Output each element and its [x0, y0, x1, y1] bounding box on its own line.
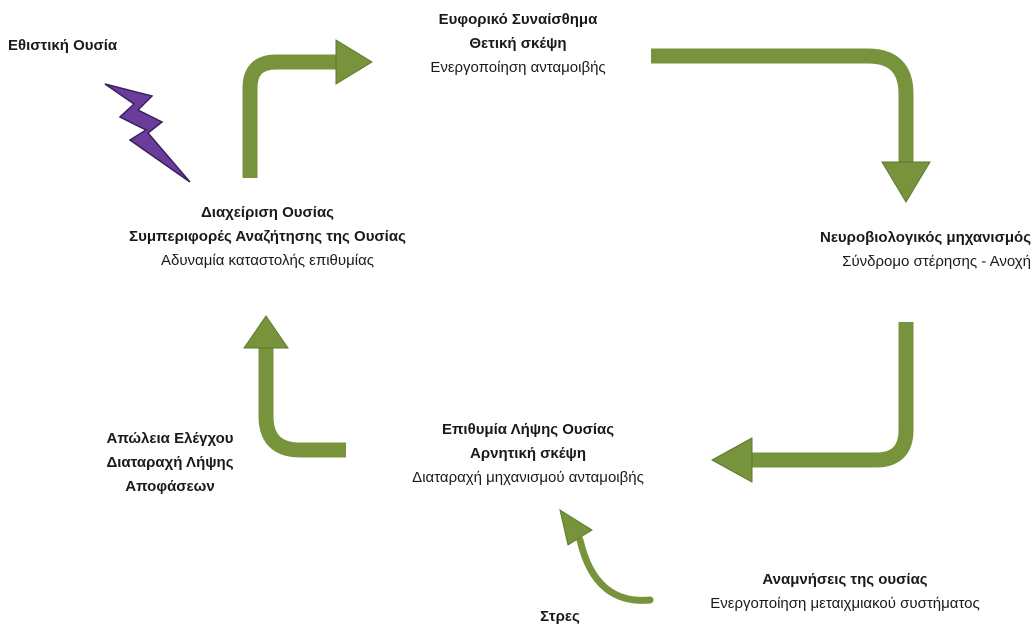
arrow-euphoria-to-neuro	[651, 48, 931, 203]
lightning-bolt-icon	[104, 83, 191, 183]
node-neurobiological-line1: Νευροβιολογικός μηχανισμός	[819, 229, 1031, 246]
arrow-neuro-to-desire	[710, 322, 914, 483]
node-substance-management-line3: Αδυναμία καταστολής επιθυμίας	[161, 252, 374, 269]
node-memories-line1: Αναμνήσεις της ουσίας	[762, 571, 928, 588]
node-desire-line3: Διαταραχή μηχανισμού ανταμοιβής	[412, 469, 644, 486]
node-control-loss-line2: Διαταραχή Λήψης	[106, 454, 234, 471]
node-addictive-substance-title: Εθιστική Ουσία	[8, 37, 118, 54]
node-addictive-substance: Εθιστική Ουσία	[8, 34, 117, 58]
node-substance-management: Διαχείριση Ουσίας Συμπεριφορές Αναζήτηση…	[95, 201, 440, 273]
node-control-loss-line1: Απώλεια Ελέγχου	[106, 430, 234, 447]
node-euphoria-line1: Ευφορικό Συναίσθημα	[438, 11, 598, 28]
node-memories: Αναμνήσεις της ουσίας Ενεργοποίηση μεται…	[660, 568, 1030, 616]
node-neurobiological-line2: Σύνδρομο στέρησης - Ανοχή	[842, 253, 1031, 270]
node-control-loss-line3: Αποφάσεων	[125, 478, 215, 495]
node-desire-line2: Αρνητική σκέψη	[469, 445, 587, 462]
node-desire: Επιθυμία Λήψης Ουσίας Αρνητική σκέψη Δια…	[368, 418, 688, 490]
node-euphoria-line3: Ενεργοποίηση ανταμοιβής	[430, 59, 606, 76]
node-euphoria-line2: Θετική σκέψη	[469, 35, 567, 52]
arrow-memories-to-desire	[559, 508, 654, 604]
node-neurobiological: Νευροβιολογικός μηχανισμός Σύνδρομο στέρ…	[820, 226, 1031, 274]
arrow-management-to-euphoria	[242, 39, 373, 178]
node-substance-management-line2: Συμπεριφορές Αναζήτησης της Ουσίας	[129, 228, 406, 245]
node-control-loss: Απώλεια Ελέγχου Διαταραχή Λήψης Αποφάσεω…	[70, 427, 270, 499]
node-desire-line1: Επιθυμία Λήψης Ουσίας	[441, 421, 615, 438]
node-substance-management-line1: Διαχείριση Ουσίας	[201, 204, 334, 221]
node-euphoria: Ευφορικό Συναίσθημα Θετική σκέψη Ενεργοπ…	[368, 8, 668, 80]
node-stress: Στρες	[520, 605, 600, 629]
node-stress-title: Στρες	[540, 608, 580, 625]
node-memories-line2: Ενεργοποίηση μεταιχμιακού συστήματος	[710, 595, 980, 612]
arrow-desire-to-management	[243, 315, 346, 458]
